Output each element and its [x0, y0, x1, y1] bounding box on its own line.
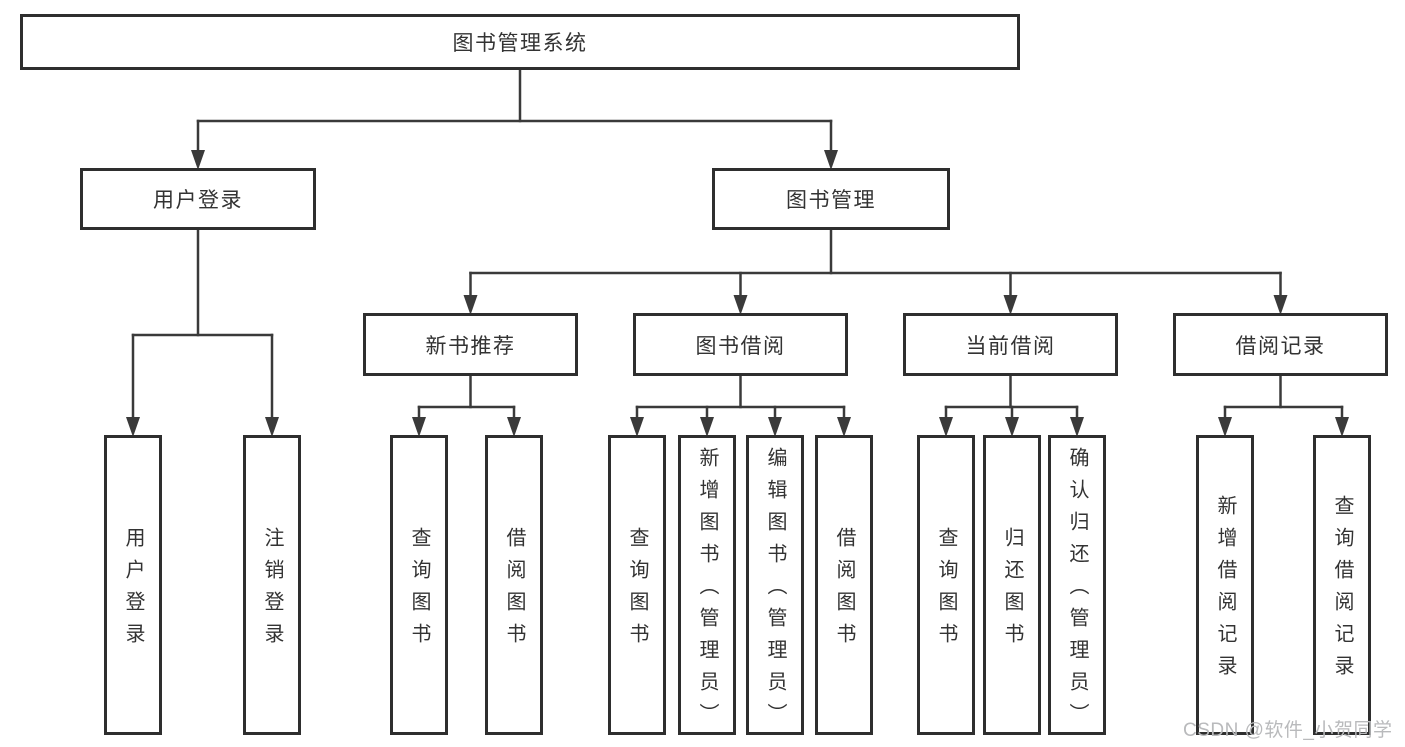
node-label: 查询图书	[626, 527, 648, 655]
node-new-book-recommend: 新书推荐	[363, 313, 578, 376]
leaf-query-books-3: 查询图书	[917, 435, 975, 735]
node-label: 查询借阅记录	[1331, 495, 1353, 687]
node-label: 借阅图书	[833, 527, 855, 655]
leaf-return-book: 归还图书	[983, 435, 1041, 735]
leaf-borrow-books: 借阅图书	[485, 435, 543, 735]
csdn-watermark: CSDN @软件_小贺同学	[1183, 720, 1393, 741]
node-label: 确认归还（管理员）	[1066, 447, 1088, 735]
node-label: 新书推荐	[425, 334, 516, 358]
leaf-query-borrow-record: 查询借阅记录	[1313, 435, 1371, 735]
node-label: 用户登录	[153, 189, 243, 212]
node-book-borrow: 图书借阅	[633, 313, 848, 376]
node-label: 查询图书	[935, 527, 957, 655]
leaf-confirm-return-admin: 确认归还（管理员）	[1048, 435, 1106, 735]
node-user-login: 用户登录	[80, 168, 316, 230]
node-label: 借阅记录	[1235, 334, 1326, 358]
node-label: 归还图书	[1001, 527, 1023, 655]
node-book-management: 图书管理	[712, 168, 950, 230]
node-label: 查询图书	[408, 527, 430, 655]
node-label: 用户登录	[122, 527, 144, 655]
node-label: 新增借阅记录	[1214, 495, 1236, 687]
node-label: 编辑图书（管理员）	[764, 447, 786, 735]
leaf-user-login: 用户登录	[104, 435, 162, 735]
node-label: 图书借阅	[695, 334, 786, 358]
node-borrow-records: 借阅记录	[1173, 313, 1388, 376]
node-label: 图书管理	[786, 189, 876, 212]
leaf-query-books-2: 查询图书	[608, 435, 666, 735]
node-label: 图书管理系统	[452, 32, 588, 55]
leaf-logout: 注销登录	[243, 435, 301, 735]
leaf-add-book-admin: 新增图书（管理员）	[678, 435, 736, 735]
node-label: 当前借阅	[965, 334, 1056, 358]
leaf-add-borrow-record: 新增借阅记录	[1196, 435, 1254, 735]
leaf-edit-book-admin: 编辑图书（管理员）	[746, 435, 804, 735]
node-label: 新增图书（管理员）	[696, 447, 718, 735]
node-label: 注销登录	[261, 527, 283, 655]
node-library-system: 图书管理系统	[20, 14, 1020, 70]
leaf-query-books: 查询图书	[390, 435, 448, 735]
node-current-borrow: 当前借阅	[903, 313, 1118, 376]
leaf-borrow-books-2: 借阅图书	[815, 435, 873, 735]
node-label: 借阅图书	[503, 527, 525, 655]
